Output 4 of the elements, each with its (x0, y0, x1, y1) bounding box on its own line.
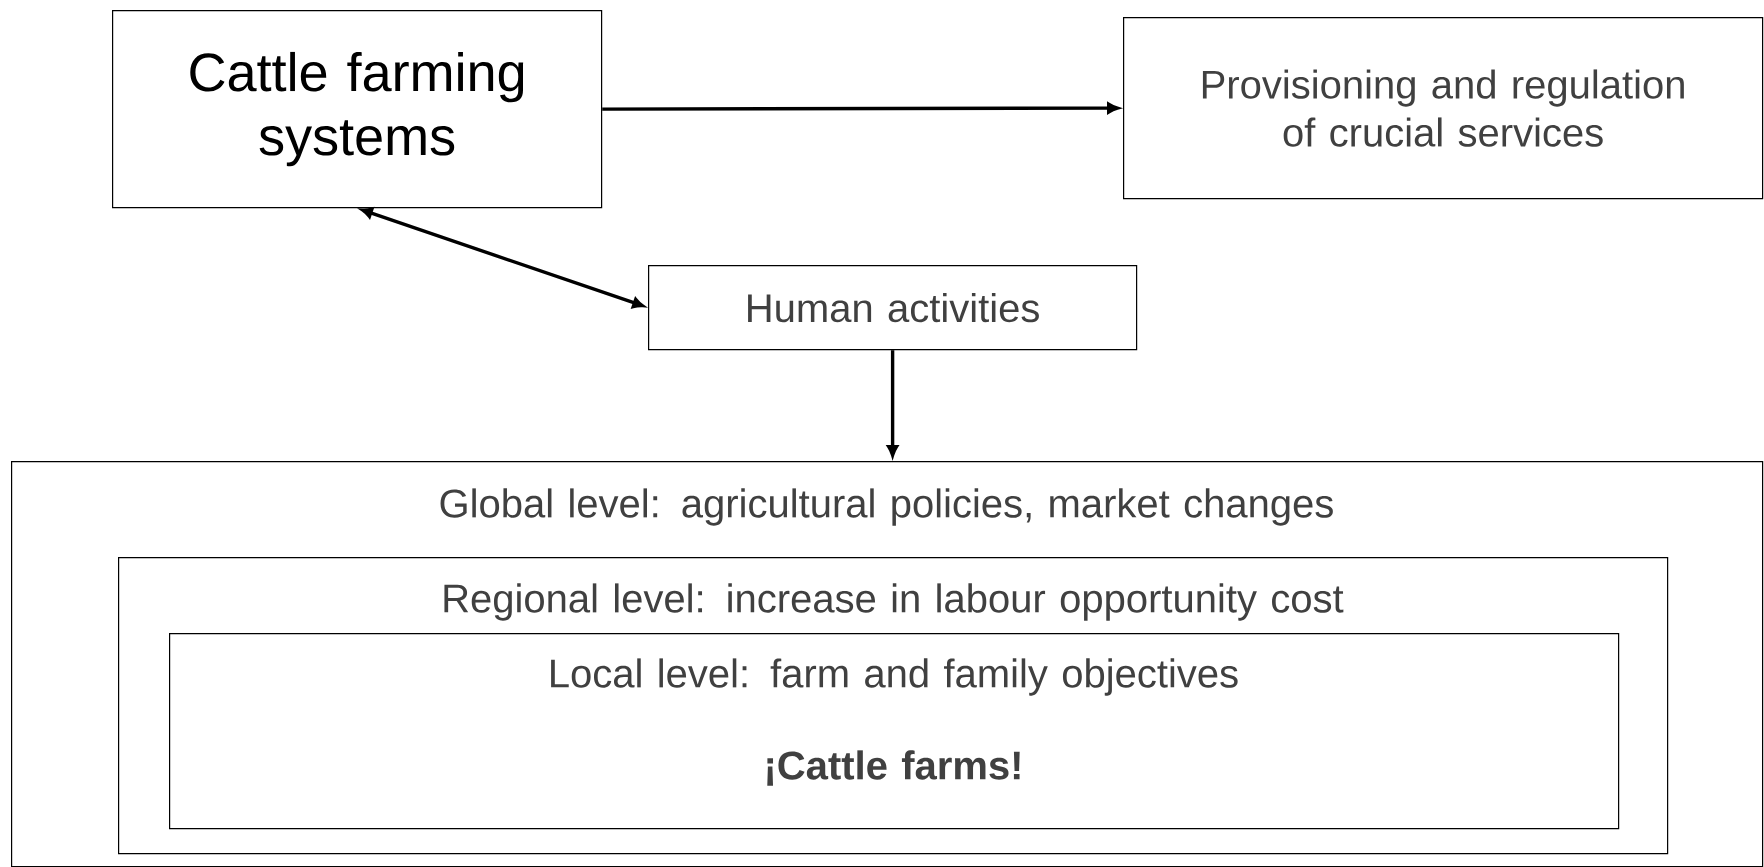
process-box: Provisioning and regulation of crucial services (1123, 17, 1764, 200)
heading-box: Cattle farming systems (112, 10, 603, 209)
process-box: Human activities (648, 265, 1138, 351)
level-box: Local level: farm and family objectives ¡Cattle farms! (169, 633, 1620, 830)
